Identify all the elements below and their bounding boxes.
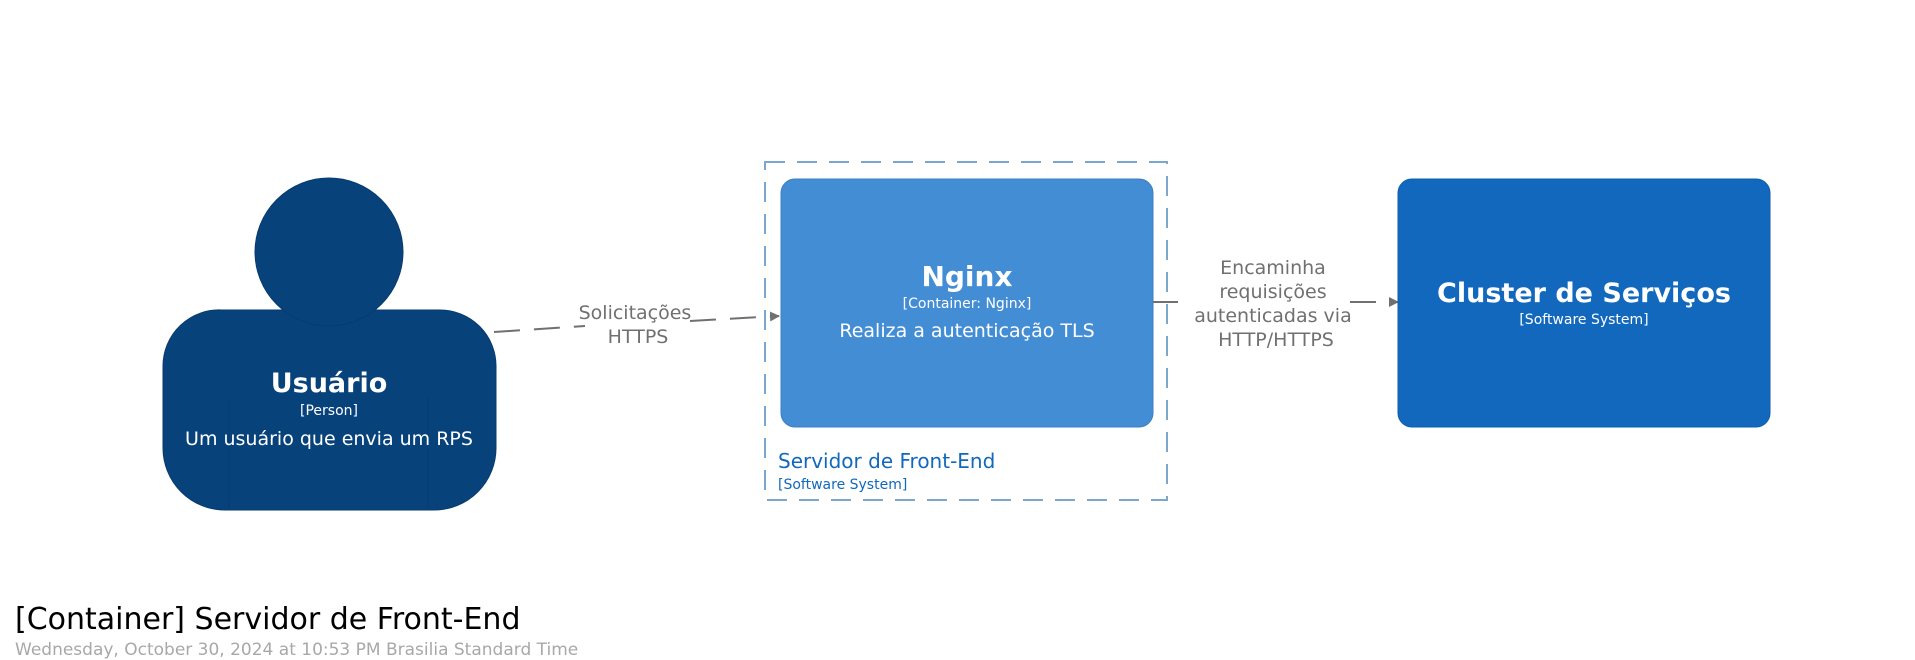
boundary-frame xyxy=(764,161,1168,501)
container-type: [Container: Nginx] xyxy=(903,296,1032,312)
person-type: [Person] xyxy=(300,403,358,419)
diagram-title: [Container] Servidor de Front-End xyxy=(15,602,521,637)
boundary-name: Servidor de Front-End xyxy=(778,449,995,473)
relationship-label: Encaminha requisições autenticadas via H… xyxy=(1194,257,1358,351)
relationship-encaminha[interactable]: Encaminha requisições autenticadas via H… xyxy=(1153,257,1398,351)
relationship-solicitacoes[interactable]: Solicitações HTTPS xyxy=(493,302,779,348)
relationship-label: Solicitações HTTPS xyxy=(579,302,698,348)
system-type: [Software System] xyxy=(1519,312,1648,328)
container-nginx[interactable]: Nginx [Container: Nginx] Realiza a auten… xyxy=(780,178,1154,428)
boundary-type: [Software System] xyxy=(778,477,907,493)
diagram-timestamp: Wednesday, October 30, 2024 at 10:53 PM … xyxy=(15,640,579,660)
boundary-servidor-front-end[interactable]: Servidor de Front-End [Software System] xyxy=(764,161,1168,501)
system-box xyxy=(1397,178,1771,428)
system-cluster-de-servicos[interactable]: Cluster de Serviços [Software System] xyxy=(1397,178,1771,428)
person-description: Um usuário que envia um RPS xyxy=(185,428,473,450)
person-name: Usuário xyxy=(271,368,388,399)
person-head xyxy=(254,177,404,327)
relationship-line xyxy=(493,316,779,333)
person-usuario[interactable]: Usuário [Person] Um usuário que envia um… xyxy=(162,177,497,511)
system-name: Cluster de Serviços xyxy=(1437,278,1731,309)
container-name: Nginx xyxy=(921,260,1012,293)
container-description: Realiza a autenticação TLS xyxy=(839,320,1094,342)
person-body xyxy=(162,309,497,511)
